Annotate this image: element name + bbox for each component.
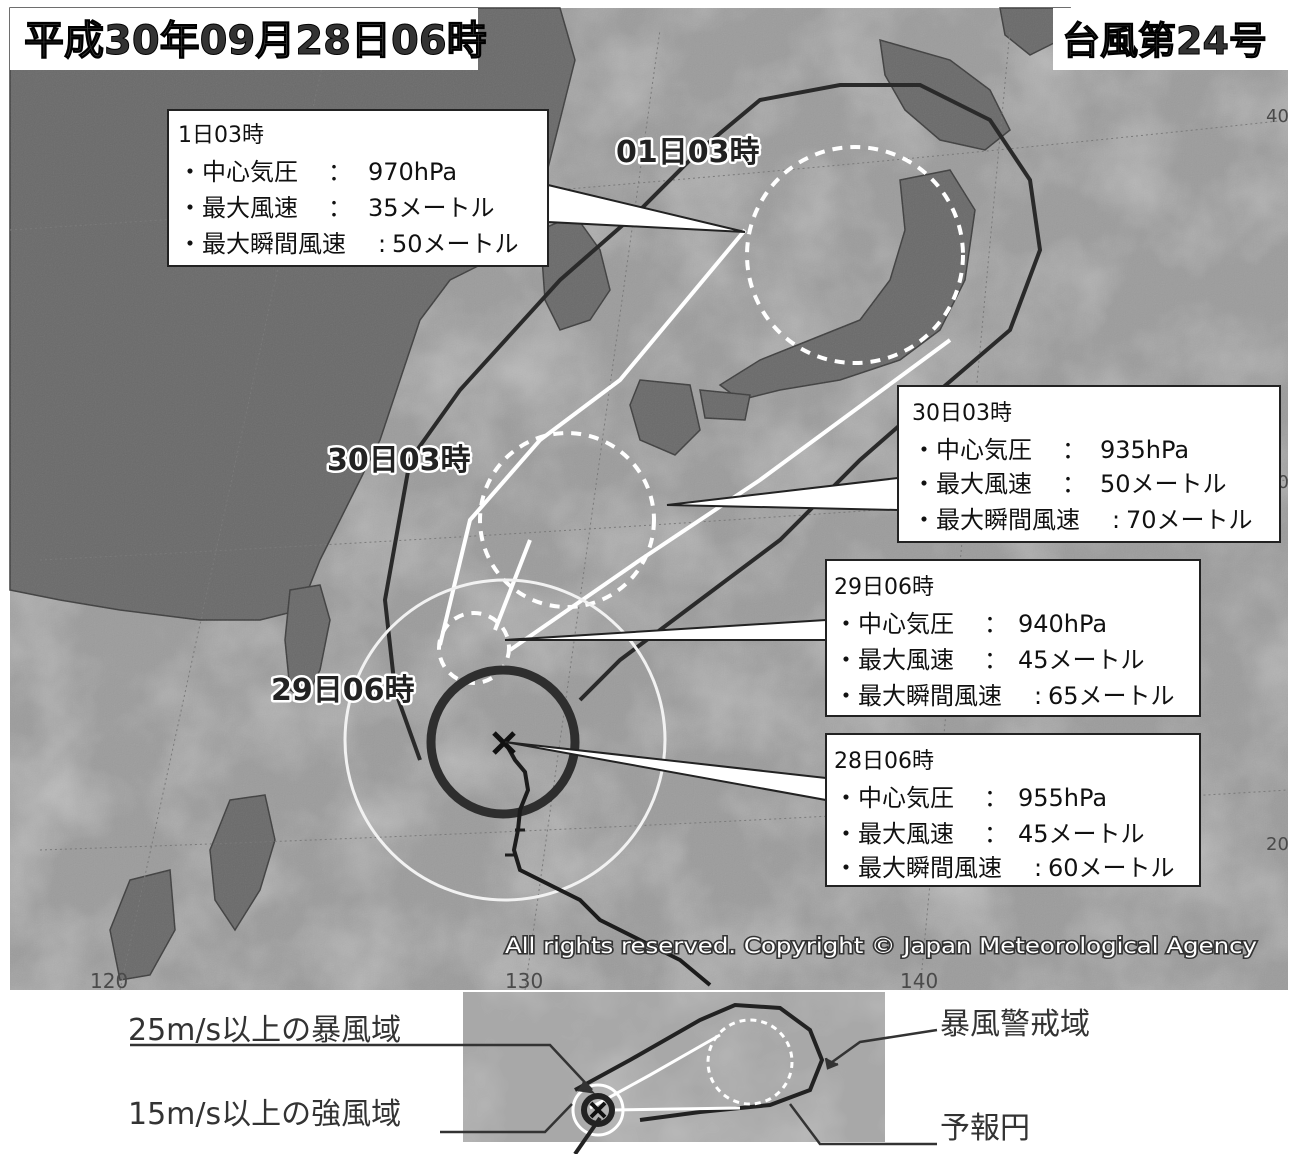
info-01-wind-label: ・最大風速 — [178, 194, 298, 222]
info-29-time: 29日06時 — [834, 575, 934, 600]
honshu — [718, 169, 976, 401]
info-30-pressure: 935hPa — [1100, 436, 1189, 464]
info-box-30: 30日03時 ・中心気圧 ： 935hPa ・最大風速 ： 50メートル ・最大… — [897, 385, 1281, 543]
philippines-south — [109, 869, 176, 981]
kyushu — [629, 379, 701, 456]
typhoon-center-icon — [492, 731, 516, 755]
track-label-01: 01日03時 — [616, 135, 760, 170]
info-29-wind-label: ・最大風速 — [834, 646, 954, 674]
info-01-pressure-label: ・中心気圧 — [178, 158, 298, 186]
forecast-circle-30 — [478, 431, 656, 609]
typhoon-name-header: 台風第24号 — [1053, 8, 1288, 70]
lat-label-20: 20 — [1266, 834, 1289, 855]
legend-warning-area: 暴風警戒域 — [940, 1007, 1090, 1042]
info-01-sep2: ： — [328, 194, 352, 222]
past-track — [503, 741, 712, 987]
legend-storm-area: 25m/s以上の暴風域 — [128, 1013, 401, 1048]
forecast-circle-01 — [745, 145, 965, 365]
luzon — [209, 794, 276, 932]
info-28-sep3: : — [1034, 854, 1042, 882]
callout-pointers — [504, 183, 899, 802]
info-01-time: 1日03時 — [178, 123, 264, 148]
info-30-sep1: ： — [1062, 436, 1086, 464]
lon-label-140: 140 — [900, 969, 938, 993]
info-30-sep2: ： — [1062, 470, 1086, 498]
info-29-gust-label: ・最大瞬間風速 — [834, 682, 1002, 710]
strong-wind-area — [343, 578, 667, 902]
info-28-time: 28日06時 — [834, 749, 934, 774]
storm-warning-area-outline — [382, 83, 1043, 761]
info-30-wind: 50メートル — [1100, 470, 1227, 498]
shikoku — [699, 389, 751, 421]
lon-label-120: 120 — [90, 969, 128, 993]
info-28-sep2: ： — [984, 820, 1008, 848]
info-28-wind-label: ・最大風速 — [834, 820, 954, 848]
info-29-sep3: : — [1034, 682, 1042, 710]
copyright-text: All rights reserved. Copyright © Japan M… — [505, 934, 1257, 958]
info-28-gust-label: ・最大瞬間風速 — [834, 854, 1002, 882]
forecast-circles — [437, 145, 965, 685]
info-29-gust: 65メートル — [1048, 682, 1175, 710]
lat-label-40: 40 — [1266, 106, 1289, 127]
track-ticks — [505, 828, 525, 857]
info-28-pressure: 955hPa — [1018, 784, 1107, 812]
info-box-01: 1日03時 ・中心気圧 ： 970hPa ・最大風速 ： 35メートル ・最大瞬… — [167, 109, 549, 267]
storm-area — [426, 665, 580, 819]
info-29-sep2: ： — [984, 646, 1008, 674]
info-29-wind: 45メートル — [1018, 646, 1145, 674]
info-30-sep3: : — [1112, 506, 1120, 534]
info-01-wind: 35メートル — [368, 194, 495, 222]
info-01-sep3: : — [378, 230, 386, 258]
forecast-circle-29 — [437, 611, 511, 685]
info-30-pressure-label: ・中心気圧 — [912, 436, 1032, 464]
info-29-sep1: ： — [984, 610, 1008, 638]
info-30-gust-label: ・最大瞬間風速 — [912, 506, 1080, 534]
taiwan — [284, 584, 331, 702]
info-01-gust: 50メートル — [392, 230, 519, 258]
info-01-sep1: ： — [328, 158, 352, 186]
legend-diagram — [571, 1002, 825, 1154]
info-29-pressure-label: ・中心気圧 — [834, 610, 954, 638]
info-box-29: 29日06時 ・中心気圧 ： 940hPa ・最大風速 ： 45メートル ・最大… — [825, 559, 1201, 717]
date-text: 平成30年09月28日06時 — [24, 18, 487, 64]
info-01-gust-label: ・最大瞬間風速 — [178, 230, 346, 258]
legend-strong-wind-area: 15m/s以上の強風域 — [128, 1097, 401, 1132]
info-30-time: 30日03時 — [912, 401, 1012, 426]
track-label-30: 30日03時 — [327, 443, 471, 478]
info-29-pressure: 940hPa — [1018, 610, 1107, 638]
info-28-gust: 60メートル — [1048, 854, 1175, 882]
typhoon-name-text: 台風第24号 — [1062, 19, 1267, 63]
info-28-pressure-label: ・中心気圧 — [834, 784, 954, 812]
info-30-gust: 70メートル — [1126, 506, 1253, 534]
lon-label-130: 130 — [505, 969, 543, 993]
info-28-sep1: ： — [984, 784, 1008, 812]
track-label-29: 29日06時 — [271, 673, 415, 708]
info-28-wind: 45メートル — [1018, 820, 1145, 848]
legend-forecast-circle: 予報円 — [940, 1111, 1030, 1146]
info-box-28: 28日06時 ・中心気圧 ： 955hPa ・最大風速 ： 45メートル ・最大… — [825, 733, 1201, 887]
info-01-pressure: 970hPa — [368, 158, 457, 186]
info-30-wind-label: ・最大風速 — [912, 470, 1032, 498]
legend: 25m/s以上の暴風域 15m/s以上の強風域 暴風警戒域 予報円 — [0, 990, 1289, 1154]
date-header: 平成30年09月28日06時 — [10, 8, 487, 70]
